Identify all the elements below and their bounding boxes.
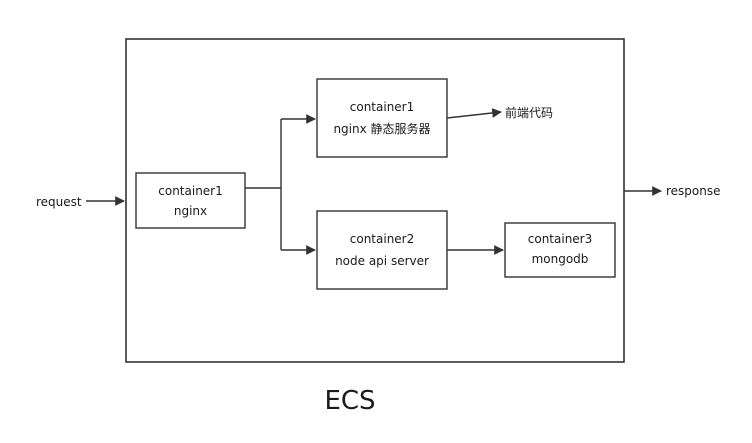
node-node-api-line1: container2 — [350, 232, 415, 246]
node-nginx-entry: container1 nginx — [135, 172, 246, 229]
node-nginx-entry-line2: nginx — [174, 204, 207, 218]
node-mongo-box — [504, 222, 616, 278]
frontend-code-label: 前端代码 — [505, 105, 553, 120]
request-label: request — [36, 195, 82, 209]
node-nginx-static-line1: container1 — [350, 100, 415, 114]
node-nginx-entry-box — [135, 172, 246, 229]
node-mongo-line2: mongodb — [532, 252, 589, 266]
node-nginx-static-line2: nginx 静态服务器 — [333, 121, 430, 136]
node-node-api-box — [316, 210, 448, 290]
node-nginx-static-box — [316, 78, 448, 158]
node-node-api-line2: node api server — [335, 254, 429, 268]
node-mongo-line1: container3 — [528, 232, 593, 246]
response-label: response — [666, 184, 721, 198]
node-mongo: container3 mongodb — [504, 222, 616, 278]
ecs-caption: ECS — [324, 386, 375, 416]
node-node-api: container2 node api server — [316, 210, 448, 290]
edge-to-frontend-code — [446, 108, 502, 119]
node-nginx-entry-line1: container1 — [158, 184, 223, 198]
node-nginx-static: container1 nginx 静态服务器 — [316, 78, 448, 158]
